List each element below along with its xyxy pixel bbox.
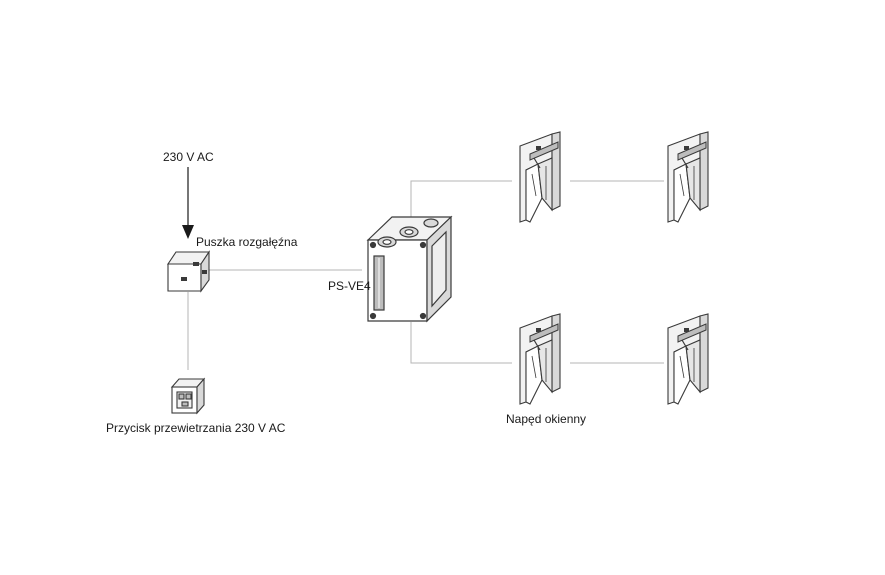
wall-switch-icon <box>170 377 206 415</box>
arrow-down-icon <box>182 167 194 239</box>
window-actuator-icon <box>667 131 709 223</box>
junction-box-label: Puszka rozgałęźna <box>196 235 298 249</box>
controller-box-icon <box>366 215 453 323</box>
window-actuator-icon <box>519 131 561 223</box>
window-actuator-icon <box>519 313 561 405</box>
junction-box-icon <box>166 250 211 293</box>
vent-switch-label: Przycisk przewietrzania 230 V AC <box>106 421 286 435</box>
controller-label: PS-VE4 <box>328 279 371 293</box>
power-supply-label: 230 V AC <box>163 150 214 164</box>
window-drive-label: Napęd okienny <box>506 412 587 426</box>
wires <box>187 180 664 370</box>
window-actuator-icon <box>667 313 709 405</box>
